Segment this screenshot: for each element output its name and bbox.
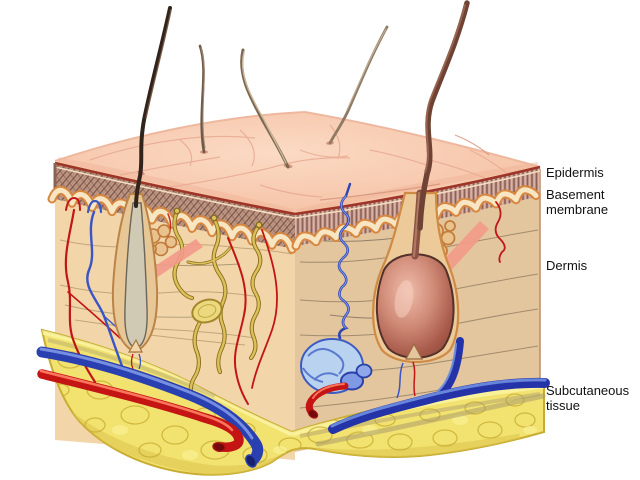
nerve-right xyxy=(337,182,352,340)
hair-4 xyxy=(328,25,389,145)
label-epidermis: Epidermis xyxy=(546,165,604,180)
hair-follicle-right xyxy=(372,189,489,399)
hair-2 xyxy=(198,44,206,154)
label-dermis: Dermis xyxy=(546,258,588,273)
label-basement-membrane: Basement membrane xyxy=(546,187,609,217)
hair-3 xyxy=(240,48,290,169)
large-artery-left xyxy=(37,369,244,453)
label-subcutaneous-tissue: Subcutaneous tissue xyxy=(546,383,630,413)
hair-1 xyxy=(134,6,172,208)
capillary-right xyxy=(494,201,506,263)
arrector-pili-left xyxy=(146,239,203,280)
dermal-papilla-right xyxy=(405,342,423,360)
hair-5 xyxy=(417,0,470,231)
hairs xyxy=(134,0,470,231)
large-vessels xyxy=(36,337,550,468)
sweat-gland-left xyxy=(191,298,223,324)
hair-follicle-left xyxy=(111,193,203,370)
large-vein-left xyxy=(36,346,264,468)
dermal-papilla-left xyxy=(127,338,143,353)
skin-surface-top xyxy=(54,111,541,215)
artery-stub-right xyxy=(305,382,349,419)
large-vein-right xyxy=(315,337,550,447)
